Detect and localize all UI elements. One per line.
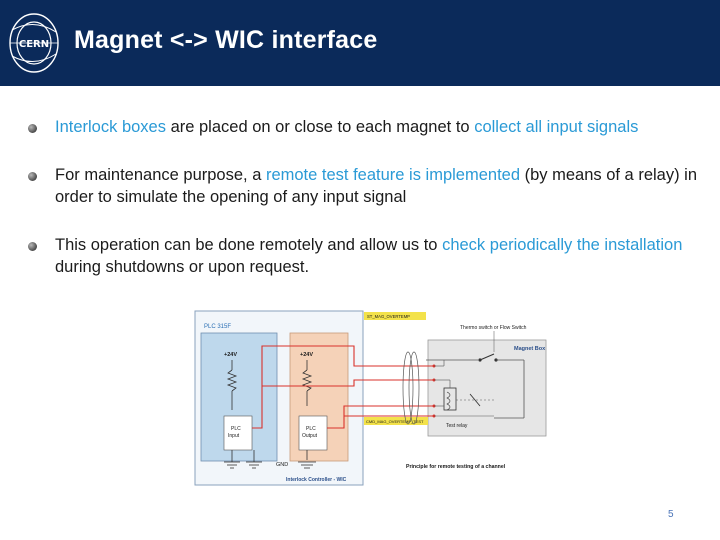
bullet-text: during shutdowns or upon request. bbox=[55, 258, 310, 276]
bullet-item: For maintenance purpose, a remote test f… bbox=[28, 164, 700, 208]
cable-loop bbox=[402, 351, 414, 425]
right-supply-label: +24V bbox=[300, 352, 313, 358]
bullet-text-highlight: remote test feature is implemented bbox=[265, 166, 521, 184]
bullet-text-highlight: check periodically the installation bbox=[442, 236, 683, 254]
plc-input-line2: Input bbox=[228, 433, 240, 439]
bullet-text-highlight: collect all input signals bbox=[474, 118, 639, 136]
red-wires bbox=[252, 345, 434, 429]
plc-input-line1: PLC bbox=[231, 426, 241, 432]
thermo-switch-icon bbox=[479, 353, 495, 361]
top-signal-label: ST_MAG_OVERTEMP bbox=[367, 314, 410, 319]
controller-label: Interlock Controller - WIC bbox=[286, 477, 347, 483]
bullet-text-highlight: Interlock boxes bbox=[55, 118, 166, 136]
magnet-box-label: Magnet Box bbox=[514, 346, 546, 352]
test-relay-label: Test relay bbox=[446, 423, 468, 429]
top-signal-tag bbox=[364, 312, 426, 320]
bullet-item: This operation can be done remotely and … bbox=[28, 234, 700, 278]
bullet-item: Interlock boxes are placed on or close t… bbox=[28, 116, 700, 138]
wiring-diagram: PLC 315F +24V +24V PLC Input PLC Output … bbox=[194, 310, 547, 486]
bullet-list: Interlock boxes are placed on or close t… bbox=[28, 116, 700, 278]
bullet-text: are placed on or close to each magnet to bbox=[165, 118, 475, 136]
bullet-text: (by means of a relay) in order to simula… bbox=[55, 166, 698, 206]
title-bar: CERN Magnet <-> WIC interface bbox=[0, 0, 720, 86]
plc-input-box bbox=[223, 415, 253, 451]
cern-logo-icon: CERN bbox=[9, 13, 59, 73]
slide-title: Magnet <-> WIC interface bbox=[74, 26, 378, 54]
bottom-signal-tag bbox=[364, 417, 428, 425]
bullet-text: This operation can be done remotely and … bbox=[55, 236, 443, 254]
ground-icon bbox=[224, 450, 240, 469]
gnd-label: GND bbox=[276, 462, 288, 468]
bullet-text: For maintenance purpose, a bbox=[55, 166, 266, 184]
plc-label: PLC 315F bbox=[204, 324, 231, 330]
ground-icon bbox=[246, 450, 262, 469]
left-supply-label: +24V bbox=[224, 352, 237, 358]
plc-output-box bbox=[298, 415, 328, 451]
page-number: 5 bbox=[668, 509, 674, 520]
diagram-caption: Principle for remote testing of a channe… bbox=[406, 464, 506, 470]
bottom-signal-label: CMD_MAG_OVERTEMP_TEST bbox=[366, 419, 424, 424]
plc-output-line1: PLC bbox=[306, 426, 316, 432]
cable-loop bbox=[408, 351, 420, 425]
bullet-icon bbox=[28, 172, 37, 181]
ground-icon bbox=[298, 461, 316, 469]
cern-logo-text: CERN bbox=[19, 39, 49, 50]
thermo-label: Thermo switch or Flow Switch bbox=[460, 325, 527, 331]
resistor-left bbox=[226, 369, 238, 392]
bullet-icon bbox=[28, 124, 37, 133]
plc-output-line2: Output bbox=[302, 433, 318, 439]
resistor-right bbox=[301, 369, 313, 392]
bullet-icon bbox=[28, 242, 37, 251]
